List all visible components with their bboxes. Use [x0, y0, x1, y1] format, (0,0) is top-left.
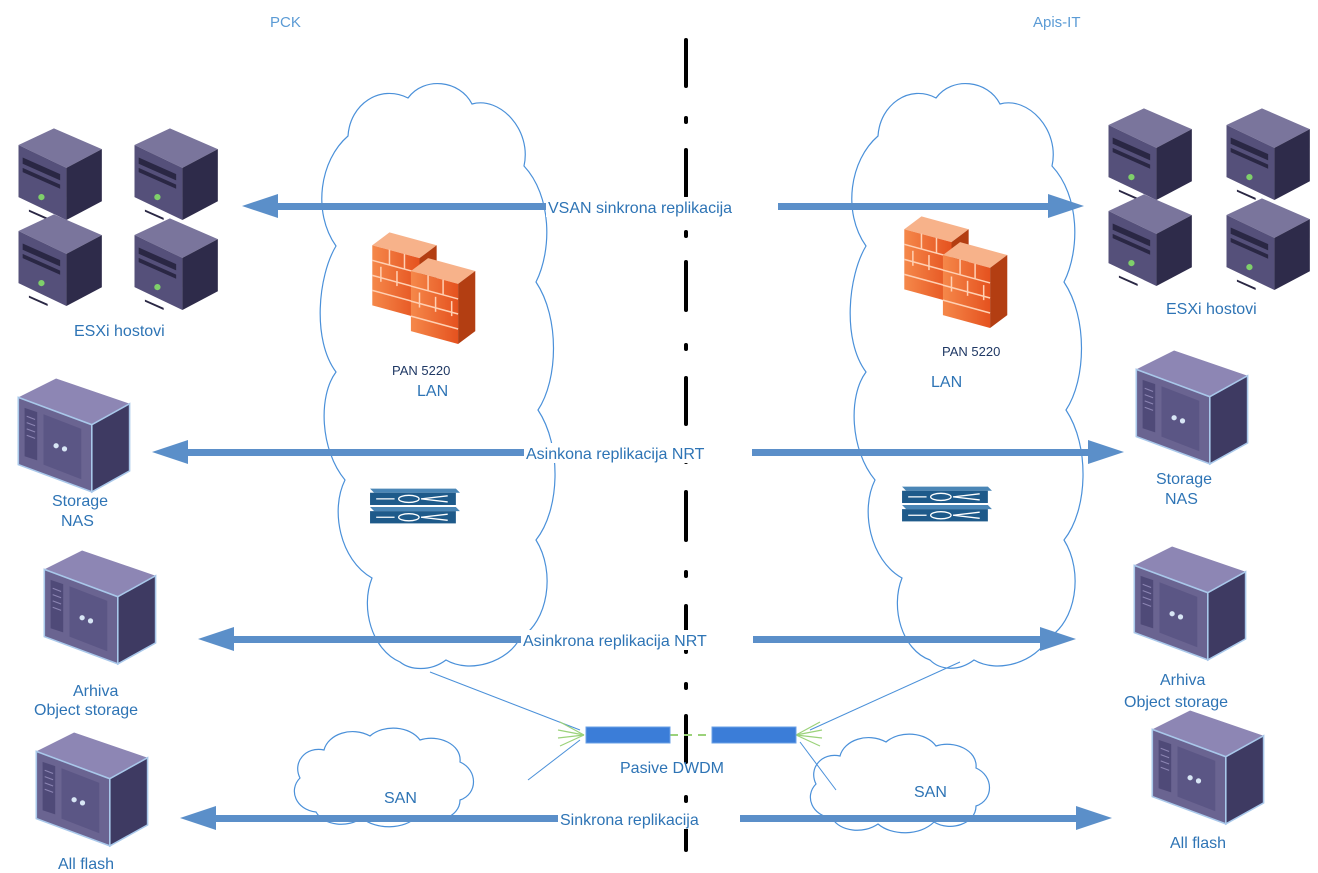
- server-icon: [1108, 194, 1192, 286]
- lan-cloud-left-icon: [319, 83, 556, 670]
- allflash-link-label: Sinkrona replikacija: [560, 812, 699, 829]
- left-san-label: SAN: [384, 790, 417, 807]
- dwdm-feed-lines: [429, 661, 961, 791]
- right-esxi-hosts: ESXi hostovi: [1108, 108, 1310, 318]
- archive-link-label: Asinkrona replikacija NRT: [523, 633, 707, 650]
- left-esxi-hosts: ESXi hostovi: [18, 128, 218, 340]
- left-firewall-icon: [371, 231, 477, 344]
- right-storage-nas-icon: [1135, 349, 1249, 465]
- server-icon: [134, 128, 218, 220]
- right-san-label: SAN: [914, 784, 947, 801]
- right-switch-icon: [901, 485, 993, 523]
- nas-link-label: Asinkona replikacija NRT: [526, 446, 705, 463]
- right-object-storage-label: Object storage: [1124, 694, 1228, 711]
- lan-cloud-right-icon: [849, 83, 1084, 669]
- left-firewall-label: PAN 5220: [392, 363, 450, 378]
- left-esxi-label: ESXi hostovi: [74, 323, 165, 340]
- right-archive-label: Arhiva: [1160, 672, 1205, 689]
- left-switch-icon: [369, 487, 461, 525]
- site-left-label: PCK: [270, 14, 301, 31]
- right-allflash-icon: [1151, 709, 1265, 825]
- right-lan-label: LAN: [931, 374, 962, 391]
- right-nas-label: NAS: [1165, 491, 1198, 508]
- right-allflash-label: All flash: [1170, 835, 1226, 852]
- server-icon: [134, 218, 218, 310]
- dwdm-label: Pasive DWDM: [620, 760, 724, 777]
- right-firewall-icon: [903, 215, 1009, 328]
- left-object-storage-label: Object storage: [34, 702, 138, 719]
- server-icon: [1108, 108, 1192, 200]
- server-icon: [18, 214, 102, 306]
- server-icon: [18, 128, 102, 220]
- left-archive-icon: [43, 549, 157, 665]
- dwdm-link: Pasive DWDM: [557, 721, 823, 777]
- left-lan-label: LAN: [417, 383, 448, 400]
- left-storage-nas-icon: [17, 377, 131, 493]
- right-firewall-label: PAN 5220: [942, 344, 1000, 359]
- left-nas-label: NAS: [61, 513, 94, 530]
- san-cloud-left-icon: [293, 727, 475, 828]
- server-icon: [1226, 198, 1310, 290]
- left-archive-label: Arhiva: [73, 683, 118, 700]
- right-archive-icon: [1133, 545, 1247, 661]
- server-icon: [1226, 108, 1310, 200]
- left-allflash-icon: [35, 731, 149, 847]
- right-esxi-label: ESXi hostovi: [1166, 301, 1257, 318]
- right-storage-label: Storage: [1156, 471, 1212, 488]
- vsan-link-label: VSAN sinkrona replikacija: [548, 200, 732, 217]
- left-allflash-label: All flash: [58, 856, 114, 873]
- san-cloud-right-icon: [809, 733, 991, 834]
- dwdm-bar-right-icon: [711, 726, 797, 744]
- site-right-label: Apis-IT: [1033, 14, 1081, 31]
- dwdm-bar-left-icon: [585, 726, 671, 744]
- left-storage-label: Storage: [52, 493, 108, 510]
